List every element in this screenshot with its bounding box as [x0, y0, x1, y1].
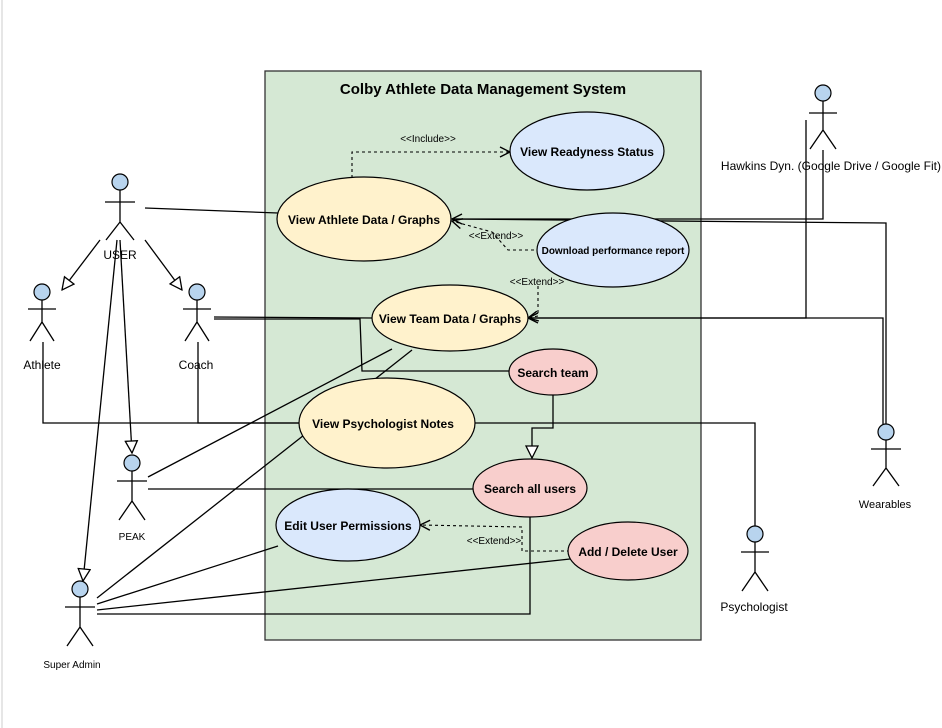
generalization-search[interactable]: [532, 395, 554, 458]
use-case-label: Edit User Permissions: [284, 519, 412, 533]
actors: USER Athlete Coach PEAK Super Admin: [23, 84, 941, 671]
include-readyness[interactable]: [351, 152, 510, 178]
use-case-view-athlete-data[interactable]: View Athlete Data / Graphs: [276, 176, 452, 262]
extend-athlete-report[interactable]: [452, 221, 540, 251]
extend-label-2: <<Extend>>: [510, 277, 565, 288]
actor-head-icon: [71, 580, 89, 598]
actor-label: Psychologist: [720, 600, 788, 614]
assoc-peak-team-data[interactable]: [147, 348, 393, 478]
include-label: <<Include>>: [400, 134, 456, 145]
actor-head-icon: [188, 283, 206, 301]
assoc-psychologist-psych-notes[interactable]: [475, 422, 756, 527]
use-case-label: View Readyness Status: [520, 145, 654, 159]
generalization-super-admin[interactable]: [83, 239, 118, 581]
extend-label-1: <<Extend>>: [469, 231, 524, 242]
actor-athlete[interactable]: Athlete: [23, 283, 61, 372]
actor-label: PEAK: [119, 532, 146, 543]
actor-head-icon: [111, 173, 129, 191]
assoc-coach-search-team[interactable]: [214, 318, 509, 372]
actor-label: Athlete: [23, 358, 61, 372]
actor-coach[interactable]: Coach: [179, 283, 214, 372]
relation-labels: <<Include>> <<Extend>> <<Extend>> <<Exte…: [400, 134, 564, 547]
use-case-label: View Team Data / Graphs: [379, 312, 522, 326]
generalization-coach[interactable]: [144, 239, 182, 290]
extend-edit-permissions[interactable]: [420, 525, 570, 552]
use-case-view-team-data[interactable]: View Team Data / Graphs: [371, 284, 529, 352]
actor-peak[interactable]: PEAK: [117, 454, 147, 543]
actor-label: Wearables: [859, 499, 912, 511]
use-case-search-team[interactable]: Search team: [508, 348, 598, 396]
actor-head-icon: [814, 84, 832, 102]
use-case-add-delete-user[interactable]: Add / Delete User: [567, 521, 689, 581]
generalization-athlete[interactable]: [62, 239, 101, 290]
use-case-download-report[interactable]: Download performance report: [536, 212, 690, 288]
use-case-label: Search all users: [484, 482, 576, 496]
extend-team-report[interactable]: [528, 286, 538, 318]
actor-head-icon: [33, 283, 51, 301]
generalization-peak[interactable]: [119, 239, 132, 453]
use-case-search-all-users[interactable]: Search all users: [472, 458, 588, 518]
assoc-wearables-team-data[interactable]: [528, 317, 884, 440]
actor-label: Hawkins Dyn. (Google Drive / Google Fit): [721, 159, 941, 173]
actor-psychologist[interactable]: Psychologist: [720, 525, 788, 614]
actor-super-admin[interactable]: Super Admin: [43, 580, 101, 671]
actor-label: Super Admin: [43, 660, 100, 671]
actor-head-icon: [123, 454, 141, 472]
actor-head-icon: [877, 423, 895, 441]
actor-user[interactable]: USER: [103, 173, 137, 262]
actor-label: Coach: [179, 358, 214, 372]
assoc-admin-search-users[interactable]: [97, 516, 531, 615]
assoc-athlete-psych-notes[interactable]: [42, 342, 300, 424]
assoc-coach-team-data[interactable]: [213, 316, 373, 319]
actor-hawkins[interactable]: Hawkins Dyn. (Google Drive / Google Fit): [721, 84, 941, 173]
assoc-admin-edit-perm[interactable]: [96, 545, 279, 605]
use-case-view-psych-notes[interactable]: View Psychologist Notes: [298, 377, 476, 469]
actor-head-icon: [746, 525, 764, 543]
use-case-view-readyness[interactable]: View Readyness Status: [509, 111, 665, 191]
use-case-edit-permissions[interactable]: Edit User Permissions: [275, 488, 421, 562]
use-case-label: View Psychologist Notes: [312, 417, 454, 431]
assoc-user-athlete-data[interactable]: [144, 207, 279, 214]
extend-label-3: <<Extend>>: [467, 536, 522, 547]
use-case-label: Download performance report: [542, 246, 685, 257]
use-case-label: Add / Delete User: [578, 545, 678, 559]
use-cases: View Readyness Status View Athlete Data …: [275, 111, 690, 581]
use-case-label: View Athlete Data / Graphs: [288, 213, 440, 227]
system-title: Colby Athlete Data Management System: [340, 81, 626, 98]
actor-label: USER: [103, 248, 137, 262]
use-case-label: Search team: [517, 366, 588, 380]
actor-wearables[interactable]: Wearables: [859, 423, 912, 511]
assoc-admin-add-delete[interactable]: [96, 558, 571, 611]
